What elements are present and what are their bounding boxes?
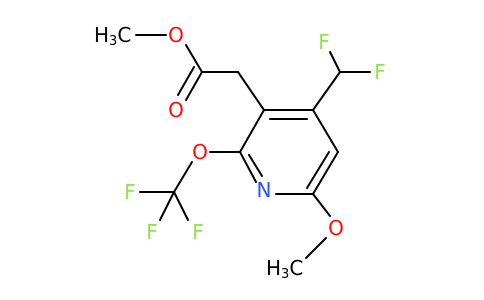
bond-n-c2 bbox=[239, 151, 257, 183]
methoxy-methyl-label: H3C bbox=[266, 256, 303, 282]
bond-carbonyl-o-double bbox=[177, 66, 195, 96]
bond-c5-c6-inner bbox=[306, 151, 330, 189]
methoxy-oxygen: O bbox=[328, 216, 344, 240]
bond-c2-c3 bbox=[239, 109, 265, 153]
bond-cf3-fb bbox=[159, 191, 175, 221]
bond-c5-c6 bbox=[312, 151, 339, 195]
ester-oxygen: O bbox=[168, 23, 184, 47]
cf3-fluorine-left: F bbox=[124, 180, 136, 204]
bond-chf2-f1 bbox=[329, 51, 341, 73]
cf3-fluorine-bottom-right: F bbox=[192, 220, 204, 244]
bond-carbonyl-o bbox=[185, 71, 203, 101]
bond-ch2-c3 bbox=[237, 71, 265, 111]
fluorine-top: F bbox=[318, 30, 330, 54]
bond-c4-chf2 bbox=[312, 71, 341, 111]
methyl-ester-label: H3C bbox=[94, 23, 131, 49]
bond-c4-c5 bbox=[312, 109, 339, 153]
bond-or-cf3 bbox=[173, 161, 193, 193]
bond-om-cm bbox=[305, 237, 327, 259]
cf3-fluorine-bottom-left: F bbox=[146, 220, 158, 244]
bond-oester-carbonyl bbox=[185, 44, 203, 73]
carbonyl-oxygen: O bbox=[168, 98, 184, 122]
bond-n-c2-inner bbox=[248, 154, 263, 177]
ring-oxygen: O bbox=[192, 140, 208, 164]
fluorine-right: F bbox=[374, 60, 386, 84]
ring-nitrogen: N bbox=[257, 178, 272, 202]
bond-c6-om bbox=[312, 193, 331, 217]
bond-cf3-fc bbox=[173, 191, 189, 221]
